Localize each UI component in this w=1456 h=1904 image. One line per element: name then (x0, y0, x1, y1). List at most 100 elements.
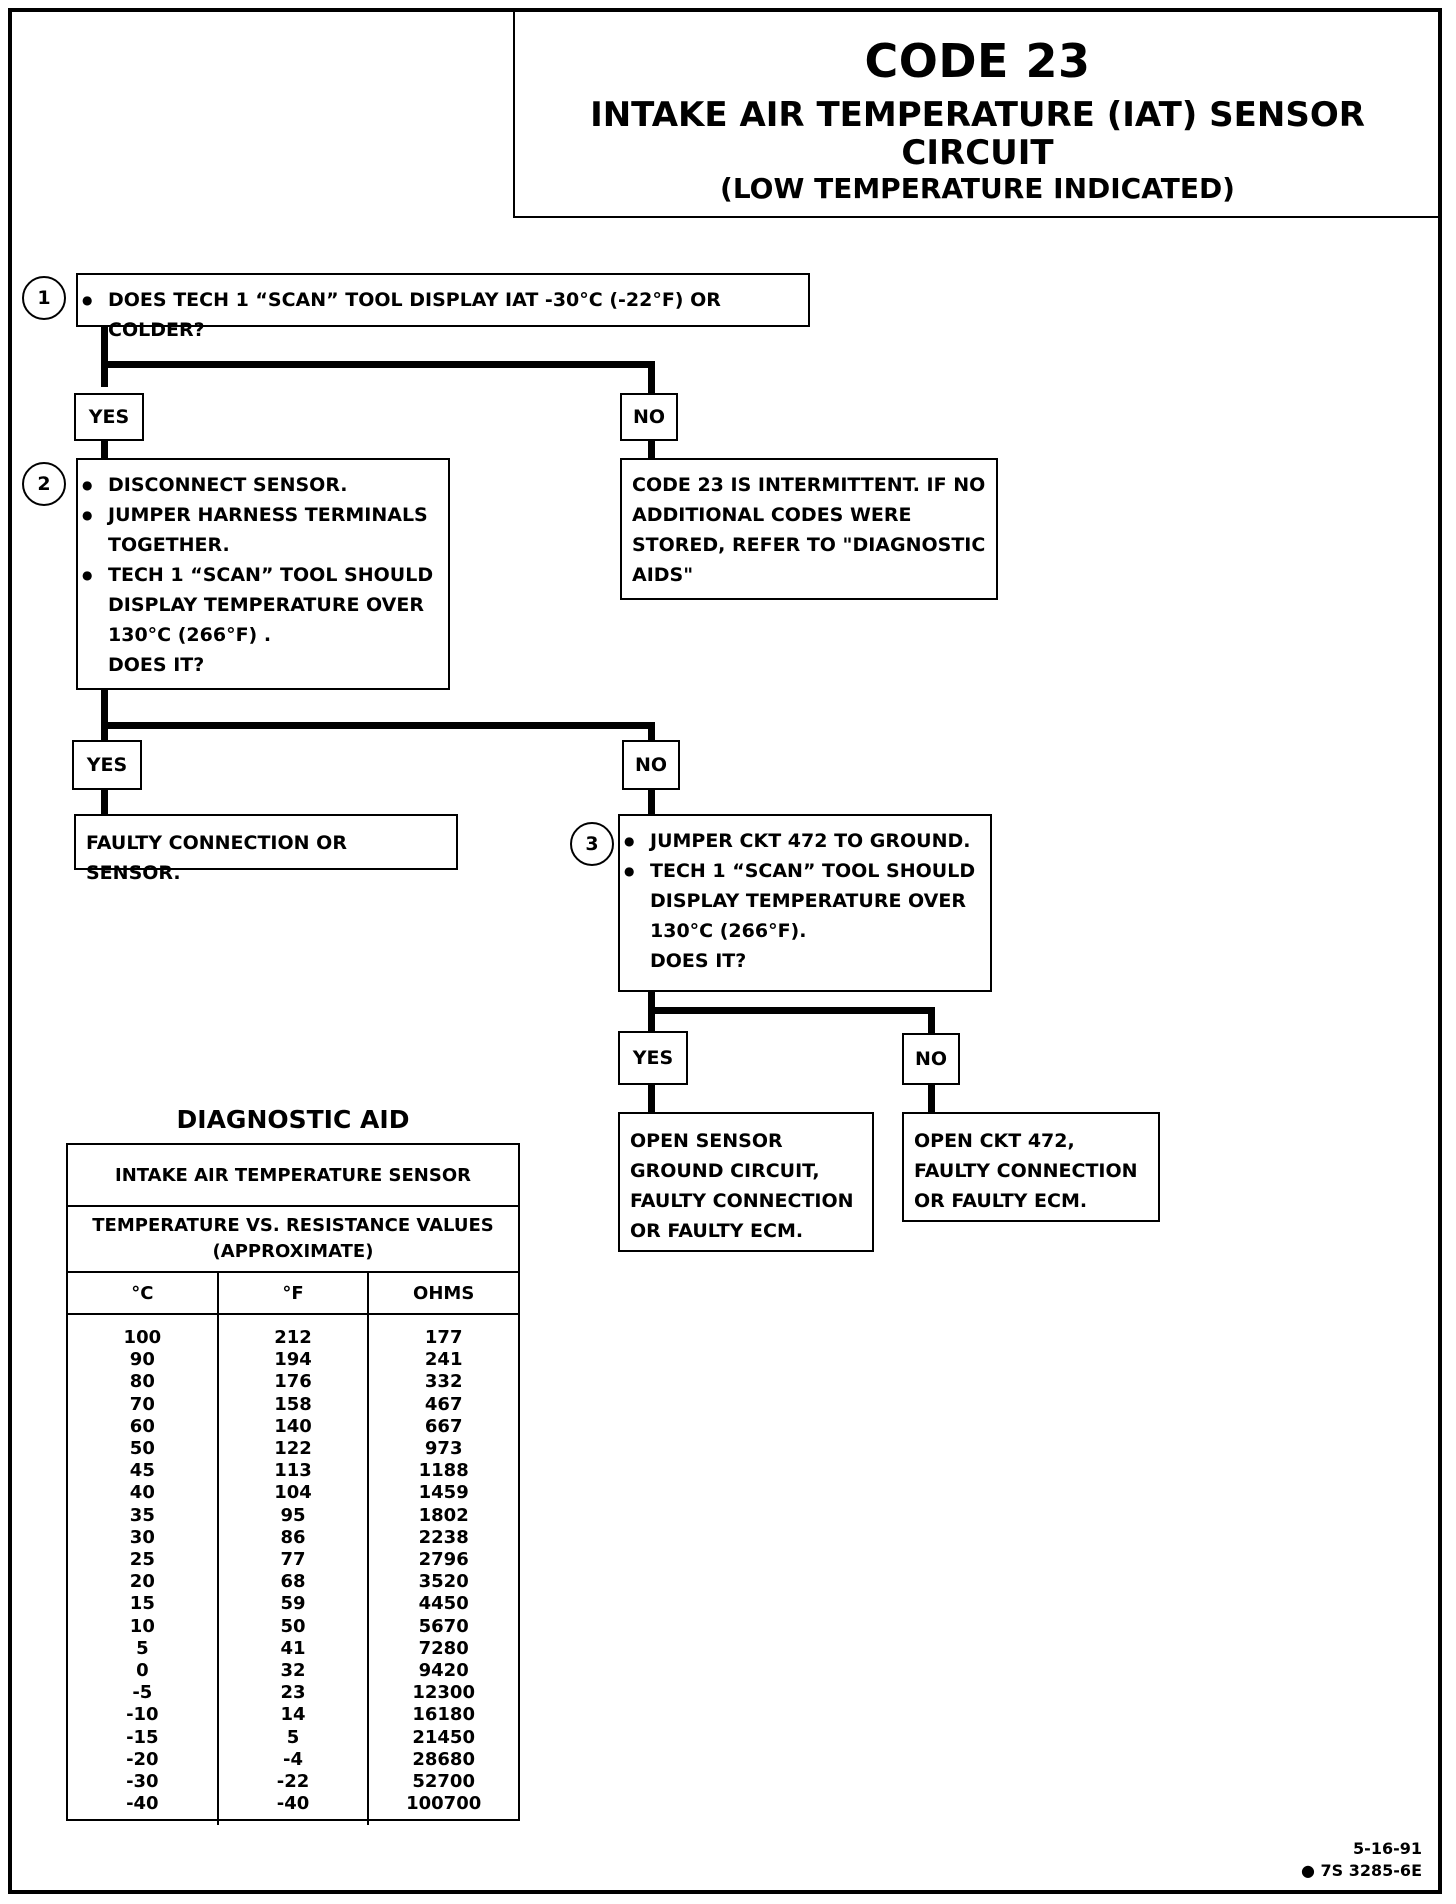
table-cell: 194 (274, 1349, 312, 1371)
table-cell: 122 (274, 1438, 312, 1460)
step-1-question: DOES TECH 1 “SCAN” TOOL DISPLAY IAT -30°… (78, 285, 808, 345)
table-cell: 2238 (418, 1526, 469, 1548)
circuit-subtitle: (LOW TEMPERATURE INDICATED) (720, 172, 1235, 205)
table-cell: 1188 (418, 1460, 469, 1482)
faulty-connection-result-box: FAULTY CONNECTION OR SENSOR. (74, 814, 458, 884)
table-cell: 70 (129, 1393, 155, 1415)
branch-2-no-label: NO (622, 740, 680, 790)
connector (648, 790, 655, 814)
connector (648, 440, 655, 460)
table-cell: 32 (280, 1660, 306, 1682)
table-cell: 5 (136, 1637, 149, 1659)
table-cell: 12300 (412, 1682, 475, 1704)
connector (101, 688, 108, 740)
table-column-headers: °C °F OHMS (68, 1273, 518, 1315)
table-cell: 5 (286, 1726, 300, 1748)
step-3-marker: 3 (570, 822, 614, 866)
step-1-marker: 1 (22, 276, 66, 320)
table-cell: 2796 (418, 1549, 469, 1571)
step-2-question: DOES IT? (108, 654, 205, 676)
step-2-bullet: DISCONNECT SENSOR. (78, 470, 440, 500)
table-cell: -10 (126, 1704, 159, 1726)
connector (101, 790, 108, 814)
table-cell: 68 (280, 1571, 306, 1593)
circuit-title: INTAKE AIR TEMPERATURE (IAT) SENSOR CIRC… (590, 95, 1365, 173)
step-2-marker: 2 (22, 462, 66, 506)
step-3-bullet: JUMPER CKT 472 TO GROUND. (620, 826, 982, 856)
step-2-box: DISCONNECT SENSOR. JUMPER HARNESS TERMIN… (76, 458, 450, 690)
footer-doc-id: ● 7S 3285-6E (1301, 1861, 1422, 1880)
table-cell: 20 (129, 1571, 155, 1593)
connector (101, 722, 655, 729)
connector (928, 1083, 935, 1113)
table-cell: -5 (132, 1682, 153, 1704)
diagnostic-aid-title: DIAGNOSTIC AID (176, 1105, 410, 1134)
table-cell: -4 (283, 1748, 303, 1770)
table-cell: 1459 (418, 1482, 469, 1504)
table-header-sensor: INTAKE AIR TEMPERATURE SENSOR (68, 1145, 518, 1207)
table-cell: 77 (280, 1549, 306, 1571)
table-cell: -40 (276, 1793, 310, 1815)
table-cell: 667 (424, 1415, 463, 1437)
table-cell: 176 (274, 1371, 312, 1393)
table-cell: 45 (129, 1460, 155, 1482)
table-cell: 28680 (412, 1748, 475, 1770)
step-3-bullet: TECH 1 “SCAN” TOOL SHOULD DISPLAY TEMPER… (620, 856, 982, 946)
table-cell: 113 (274, 1460, 312, 1482)
connector (101, 440, 108, 460)
table-cell: 332 (424, 1371, 463, 1393)
table-cell: 23 (280, 1682, 306, 1704)
table-cell: 25 (129, 1549, 155, 1571)
connector (101, 361, 655, 368)
step-2-bullet: JUMPER HARNESS TERMINALS TOGETHER. (78, 500, 440, 560)
table-cell: 241 (424, 1349, 463, 1371)
table-cell: 59 (280, 1593, 306, 1615)
table-cell: 100 (123, 1327, 162, 1348)
intermittent-result-box: CODE 23 IS INTERMITTENT. IF NO ADDITIONA… (620, 458, 998, 600)
table-cell: -22 (276, 1771, 310, 1793)
connector (101, 325, 108, 387)
footer: 5-16-91 ● 7S 3285-6E (1301, 1838, 1422, 1882)
table-header-values: TEMPERATURE VS. RESISTANCE VALUES (APPRO… (68, 1207, 518, 1273)
table-cell: 158 (274, 1393, 312, 1415)
column-header-ohms: OHMS (367, 1273, 518, 1313)
table-cell: 15 (129, 1593, 155, 1615)
table-cell: 50 (280, 1615, 306, 1637)
step-3-question: DOES IT? (650, 950, 747, 972)
table-cell: 140 (274, 1415, 312, 1437)
branch-2-yes-label: YES (72, 740, 142, 790)
table-cell: 5670 (418, 1615, 469, 1637)
table-cell: 50 (129, 1438, 155, 1460)
diagnostic-aid-table: INTAKE AIR TEMPERATURE SENSOR TEMPERATUR… (66, 1143, 520, 1825)
connector (648, 1007, 935, 1014)
table-cell: -15 (126, 1726, 159, 1748)
table-cell: 21450 (412, 1726, 475, 1748)
table-cell: -30 (126, 1771, 159, 1793)
table-cell: 90 (129, 1349, 155, 1371)
table-cell: 104 (274, 1482, 312, 1504)
column-header-celsius: °C (131, 1282, 154, 1304)
table-cell: 177 (424, 1327, 463, 1348)
table-cell: 10 (129, 1615, 155, 1637)
column-header-fahrenheit: °F (216, 1273, 368, 1313)
open-ckt-472-result-box: OPEN CKT 472, FAULTY CONNECTION OR FAULT… (902, 1112, 1160, 1222)
table-cell: 0 (136, 1660, 149, 1682)
table-cell: 467 (424, 1393, 463, 1415)
table-cell: 7280 (418, 1637, 469, 1659)
table-cell: 30 (129, 1526, 155, 1548)
code-title: CODE 23 (864, 34, 1091, 88)
table-cell: 4450 (418, 1593, 469, 1615)
table-cell: 9420 (418, 1660, 469, 1682)
table-cell: 3520 (418, 1571, 469, 1593)
table-cell: 95 (280, 1504, 306, 1526)
table-cell: 52700 (412, 1771, 475, 1793)
table-cell: 40 (129, 1482, 155, 1504)
table-cell: 86 (280, 1526, 306, 1548)
page-frame (8, 8, 1442, 1894)
open-sensor-ground-result-box: OPEN SENSOR GROUND CIRCUIT, FAULTY CONNE… (618, 1112, 874, 1252)
branch-1-no-label: NO (620, 393, 678, 441)
table-cell: 60 (129, 1415, 155, 1437)
step-3-box: JUMPER CKT 472 TO GROUND. TECH 1 “SCAN” … (618, 814, 992, 992)
